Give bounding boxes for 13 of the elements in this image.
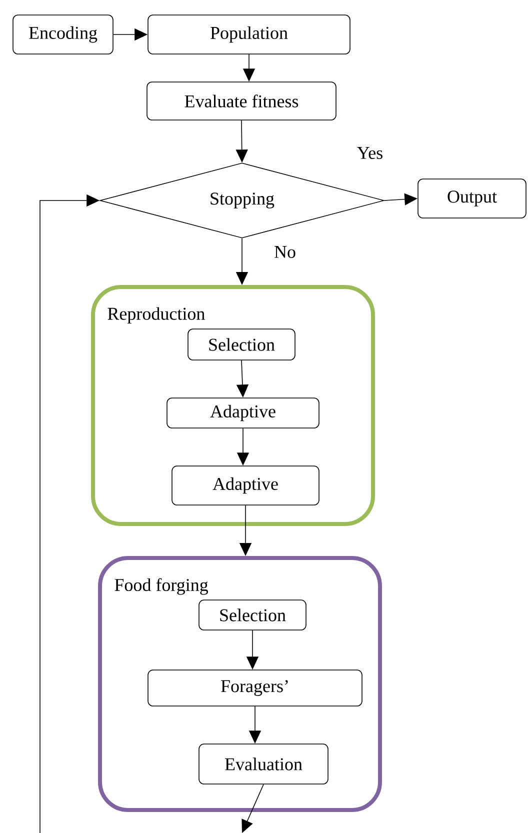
process-box: Selection [188,328,296,360]
process-box: Population [148,14,350,54]
process-box: Foragers’ [148,670,362,706]
process-box: Adaptive [172,466,320,506]
process-box: Evaluate fitness [146,82,336,120]
arrow [242,784,264,833]
edge-label: No [273,245,297,259]
process-box: Selection [198,600,306,630]
edge-label: Yes [356,146,384,160]
process-box: Adaptive [166,398,320,428]
process-box: Encoding [12,14,114,54]
process-box: Output [418,178,526,218]
process-box: Evaluation [198,744,328,784]
